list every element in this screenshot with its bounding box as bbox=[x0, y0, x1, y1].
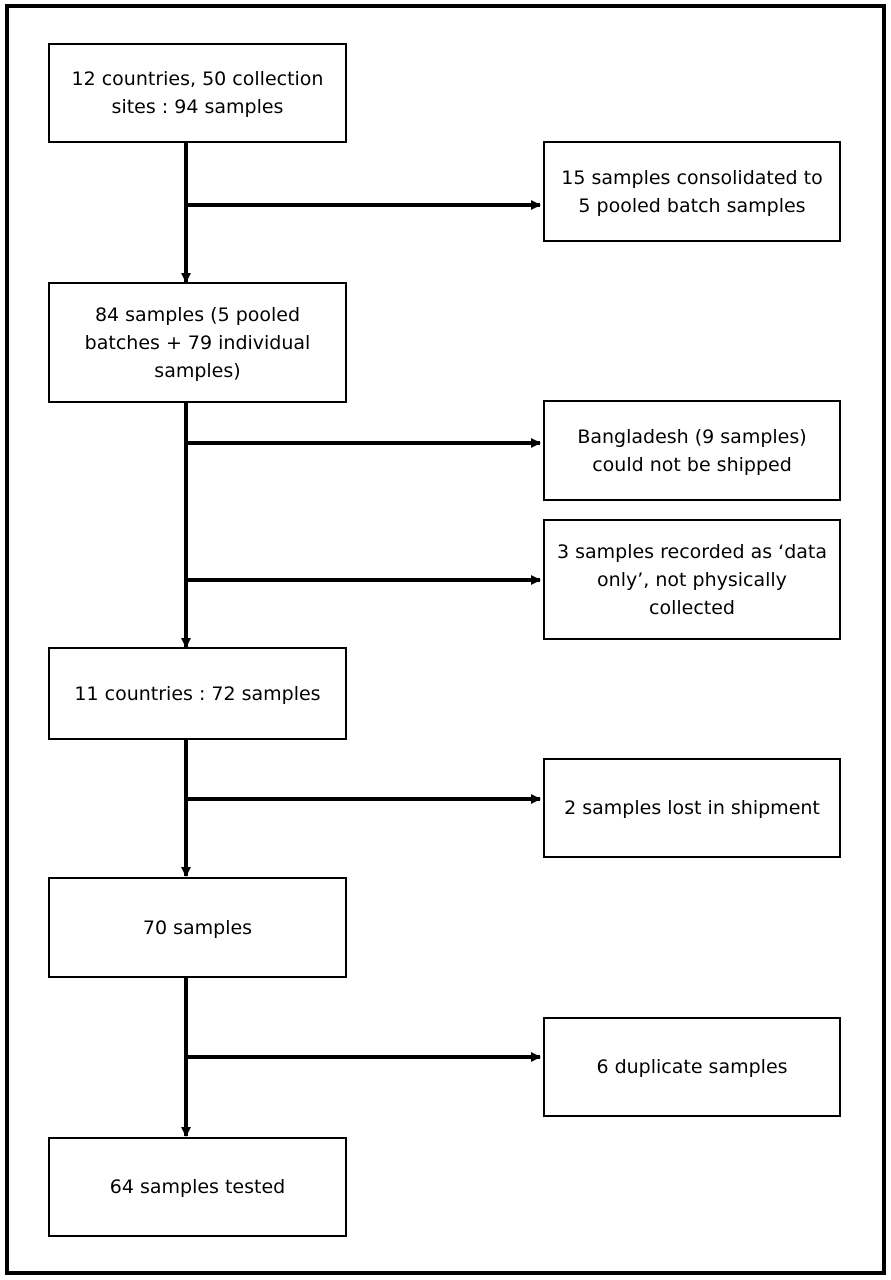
exclusion-box-4: 2 samples lost in shipment bbox=[543, 758, 841, 858]
exclusion-box-2: Bangladesh (9 samples) could not be ship… bbox=[543, 400, 841, 501]
exclusion-box-3: 3 samples recorded as ‘data only’, not p… bbox=[543, 519, 841, 640]
exclusion-box-1: 15 samples consolidated to 5 pooled batc… bbox=[543, 141, 841, 242]
step-box-2: 84 samples (5 pooled batches + 79 indivi… bbox=[48, 282, 347, 403]
step-box-1: 12 countries, 50 collection sites : 94 s… bbox=[48, 43, 347, 143]
exclusion-box-5: 6 duplicate samples bbox=[543, 1017, 841, 1117]
step-box-3: 11 countries : 72 samples bbox=[48, 647, 347, 740]
step-box-4: 70 samples bbox=[48, 877, 347, 978]
step-box-5: 64 samples tested bbox=[48, 1137, 347, 1237]
